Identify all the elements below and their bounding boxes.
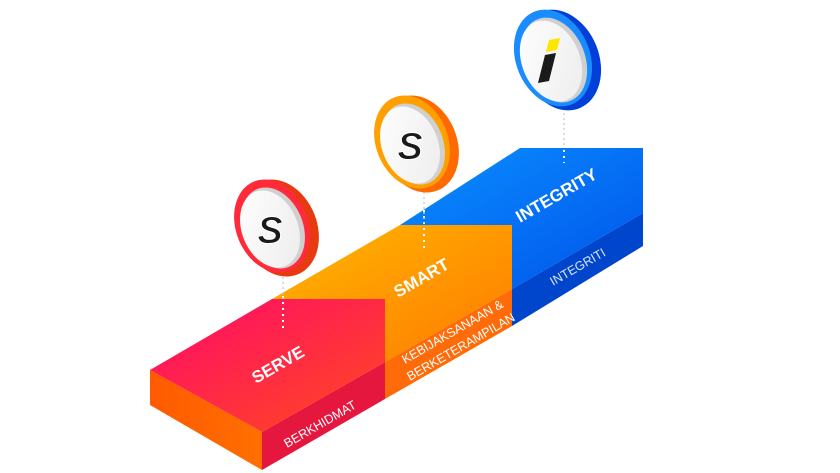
base-slab — [150, 148, 643, 470]
top-face-serve — [150, 299, 385, 432]
coin-serve: S — [234, 179, 319, 277]
front-face-smart — [385, 289, 512, 399]
i-letter-icon — [538, 38, 560, 83]
coin-smart: S — [374, 95, 459, 193]
s-letter-icon: S — [397, 126, 422, 168]
front-face-integrity — [512, 213, 643, 326]
slab-left-face — [150, 370, 262, 470]
coin-integrity: i — [513, 9, 602, 111]
top-face-integrity — [400, 148, 643, 289]
s-letter-icon: S — [257, 210, 282, 252]
front-face-serve — [262, 362, 385, 470]
top-face-smart — [272, 225, 512, 362]
